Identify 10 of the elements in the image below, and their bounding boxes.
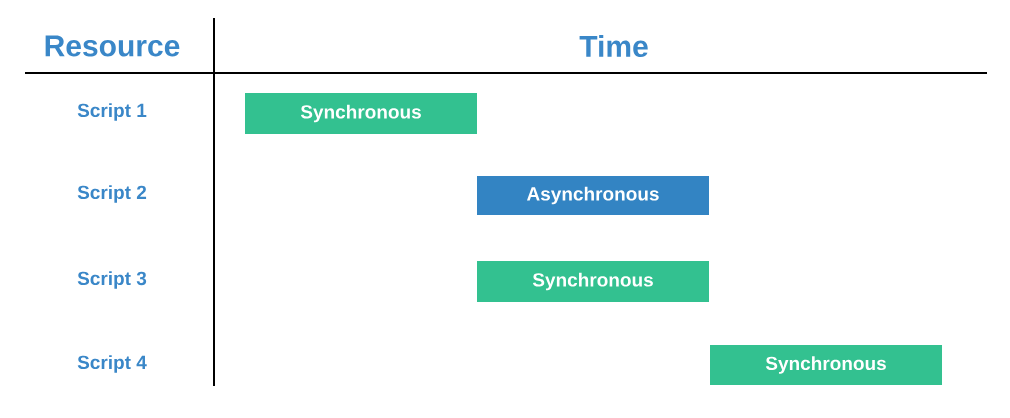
timeline-bar: Synchronous <box>477 261 709 302</box>
row-label: Script 2 <box>77 185 147 203</box>
column-header: Resource <box>45 35 180 57</box>
column-header: Time <box>579 35 648 57</box>
row-label: Script 4 <box>77 355 147 373</box>
timeline-bar: Synchronous <box>710 345 942 385</box>
row-label: Script 1 <box>77 103 147 121</box>
row-label: Script 3 <box>77 271 147 289</box>
timeline-bar: Asynchronous <box>477 176 709 215</box>
timeline-bar: Synchronous <box>245 93 477 134</box>
